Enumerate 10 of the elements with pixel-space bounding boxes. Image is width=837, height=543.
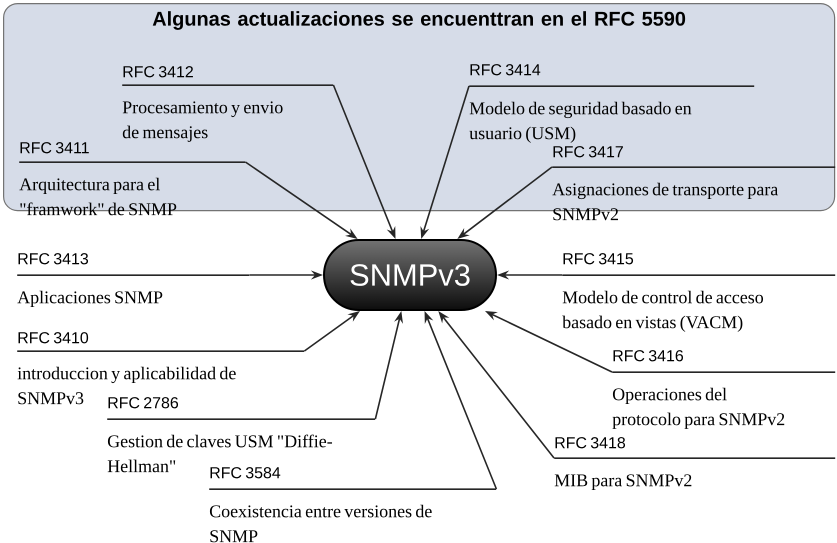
rfc-text: RFC 3411 Arquitectura para el "framwork" de SNMP [19,142,246,216]
rfc-text: RFC 3413 Aplicaciones SNMP [17,253,250,307]
rfc-text: RFC 3584 Coexistencia entre versiones de SNMP [209,467,496,542]
rfc-text: RFC 3416 Operaciones del protocolo para SNMPv2 [612,350,836,429]
rfc-text: RFC 3415 Modelo de control de acceso basado en vistas (VACM) [562,253,836,332]
rfc-text: RFC 3414 Modelo de seguridad basado en usuario (USM) [469,64,754,143]
central-oval: SNMPv3 [323,239,497,311]
rfc-text: RFC 3418 MIB para SNMPv2 [554,437,836,490]
rfc-text: RFC 3412 Procesamiento y envio de mensajes [122,66,334,142]
rfc-text: RFC 3417 Asignaciones de transporte para SNMPv2 [552,146,836,220]
